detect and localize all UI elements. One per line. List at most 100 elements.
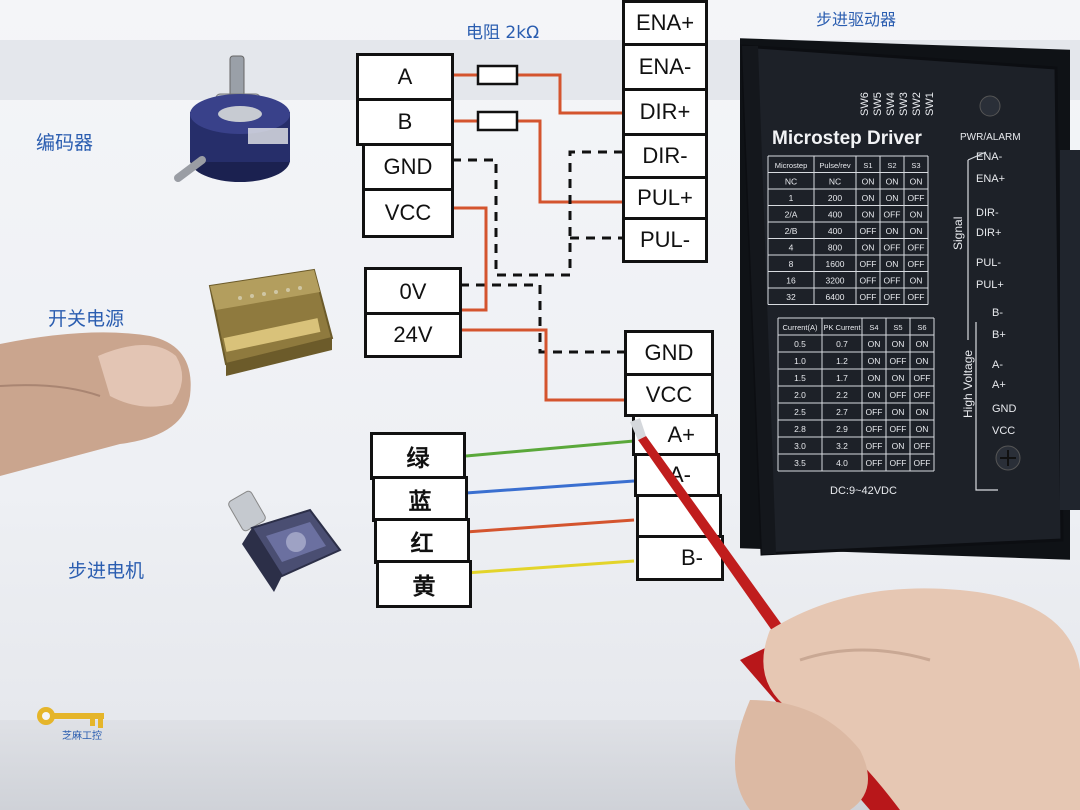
current-table-cell: ON: [892, 373, 905, 383]
current-table-cell: 2.9: [836, 424, 848, 434]
power-terminal-0v: 0V: [364, 267, 462, 317]
finger-left: [0, 332, 191, 476]
microstep-table-cell: OFF: [908, 193, 925, 203]
current-table-cell: OFF: [866, 458, 883, 468]
current-table-cell: OFF: [914, 390, 931, 400]
driver-terminal-gnd: GND: [624, 330, 714, 376]
current-table-cell: 3.5: [794, 458, 806, 468]
current-table-cell: OFF: [914, 373, 931, 383]
current-table-cell: OFF: [866, 424, 883, 434]
microstep-table-cell: Pulse/rev: [819, 161, 851, 170]
microstep-table-cell: 1600: [826, 259, 845, 269]
microstep-table-cell: OFF: [908, 259, 925, 269]
hv-pin-label: A-: [992, 359, 1003, 371]
microstep-table-cell: Microstep: [775, 161, 808, 170]
motor-wire-red: 红: [374, 518, 470, 564]
wire-a-dir-2: [517, 73, 624, 115]
microstep-table-cell: 3200: [826, 275, 845, 285]
signal-pin-label: ENA+: [976, 173, 1005, 185]
microstep-table-cell: 4: [789, 242, 794, 252]
current-table-cell: OFF: [866, 407, 883, 417]
driver-terminal-dir-plus: DIR+: [622, 88, 708, 136]
hv-pin-label: B+: [992, 329, 1006, 341]
current-table-cell: 2.2: [836, 390, 848, 400]
current-table-cell: OFF: [866, 441, 883, 451]
switch-label: SW6: [859, 92, 871, 116]
current-table-cell: ON: [916, 356, 929, 366]
current-table-cell: ON: [868, 339, 881, 349]
current-table-cell: 3.2: [836, 441, 848, 451]
current-table-cell: OFF: [914, 458, 931, 468]
wire-b-pul-2: [517, 119, 624, 204]
driver-terminal-ena-plus: ENA+: [622, 0, 708, 46]
current-table-cell: 1.2: [836, 356, 848, 366]
microstep-table-cell: 8: [789, 259, 794, 269]
microstep-table-cell: 2/B: [785, 226, 798, 236]
current-table-cell: 2.0: [794, 390, 806, 400]
hv-pin-label: VCC: [992, 425, 1015, 437]
microstep-table-cell: OFF: [860, 275, 877, 285]
pointer-pen: [630, 418, 1080, 810]
driver-terminal-b-minus: B-: [636, 535, 724, 581]
microstep-table-cell: ON: [862, 242, 875, 252]
microstep-table-cell: OFF: [884, 292, 901, 302]
driver-title: Microstep Driver: [772, 128, 923, 149]
signal-pin-label: DIR-: [976, 207, 999, 219]
signal-pin-label: DIR+: [976, 227, 1001, 239]
switch-label: SW5: [872, 92, 884, 116]
microstep-table-cell: ON: [886, 176, 899, 186]
microstep-table-cell: 2/A: [785, 209, 798, 219]
resistor-1: [476, 64, 519, 86]
microstep-table-cell: S2: [887, 161, 896, 170]
wire-blue: [465, 479, 635, 495]
stepper-motor-image: [228, 490, 342, 592]
power-supply-label: 开关电源: [48, 308, 125, 330]
wire-yellow: [465, 559, 635, 575]
microstep-table-cell: ON: [886, 193, 899, 203]
microstep-table-cell: 16: [786, 275, 796, 285]
motor-wire-blue: 蓝: [372, 476, 468, 522]
current-table-cell: S5: [893, 323, 902, 332]
current-table-cell: ON: [916, 407, 929, 417]
current-table-cell: ON: [868, 373, 881, 383]
driver-terminal-vcc: VCC: [624, 373, 714, 417]
wire-red: [465, 518, 635, 534]
hv-side-label: High Voltage: [961, 350, 975, 418]
microstep-table-cell: OFF: [908, 242, 925, 252]
microstep-table-cell: 400: [828, 226, 842, 236]
current-table-cell: ON: [868, 390, 881, 400]
current-table-cell: 2.5: [794, 407, 806, 417]
hv-pin-label: A+: [992, 379, 1006, 391]
power-terminal-24v: 24V: [364, 312, 462, 358]
current-table-cell: 1.0: [794, 356, 806, 366]
current-table-cell: 2.8: [794, 424, 806, 434]
resistor-label: 电阻 2kΩ: [466, 23, 540, 43]
microstep-table: [767, 155, 929, 305]
microstep-table-cell: 200: [828, 193, 842, 203]
microstep-table-cell: OFF: [860, 226, 877, 236]
current-table-cell: OFF: [914, 441, 931, 451]
current-table-cell: 0.5: [794, 339, 806, 349]
microstep-table-cell: OFF: [884, 209, 901, 219]
current-table-cell: OFF: [890, 390, 907, 400]
current-table-cell: ON: [868, 356, 881, 366]
switch-label: SW1: [924, 92, 936, 116]
current-table-cell: ON: [892, 441, 905, 451]
current-table-cell: 4.0: [836, 458, 848, 468]
wire-24v: [460, 328, 624, 402]
microstep-table-cell: 800: [828, 242, 842, 252]
resistor-2: [476, 110, 519, 132]
encoder-label: 编码器: [36, 132, 94, 154]
background-device: [1060, 150, 1080, 510]
current-table-cell: 2.7: [836, 407, 848, 417]
current-table-cell: S4: [869, 323, 878, 332]
current-table: [777, 317, 935, 472]
microstep-table-cell: ON: [862, 209, 875, 219]
current-table-cell: 1.5: [794, 373, 806, 383]
current-table-cell: 3.0: [794, 441, 806, 451]
logo-text: 芝麻工控: [62, 731, 102, 742]
microstep-table-cell: 32: [786, 292, 796, 302]
current-table-cell: ON: [892, 339, 905, 349]
